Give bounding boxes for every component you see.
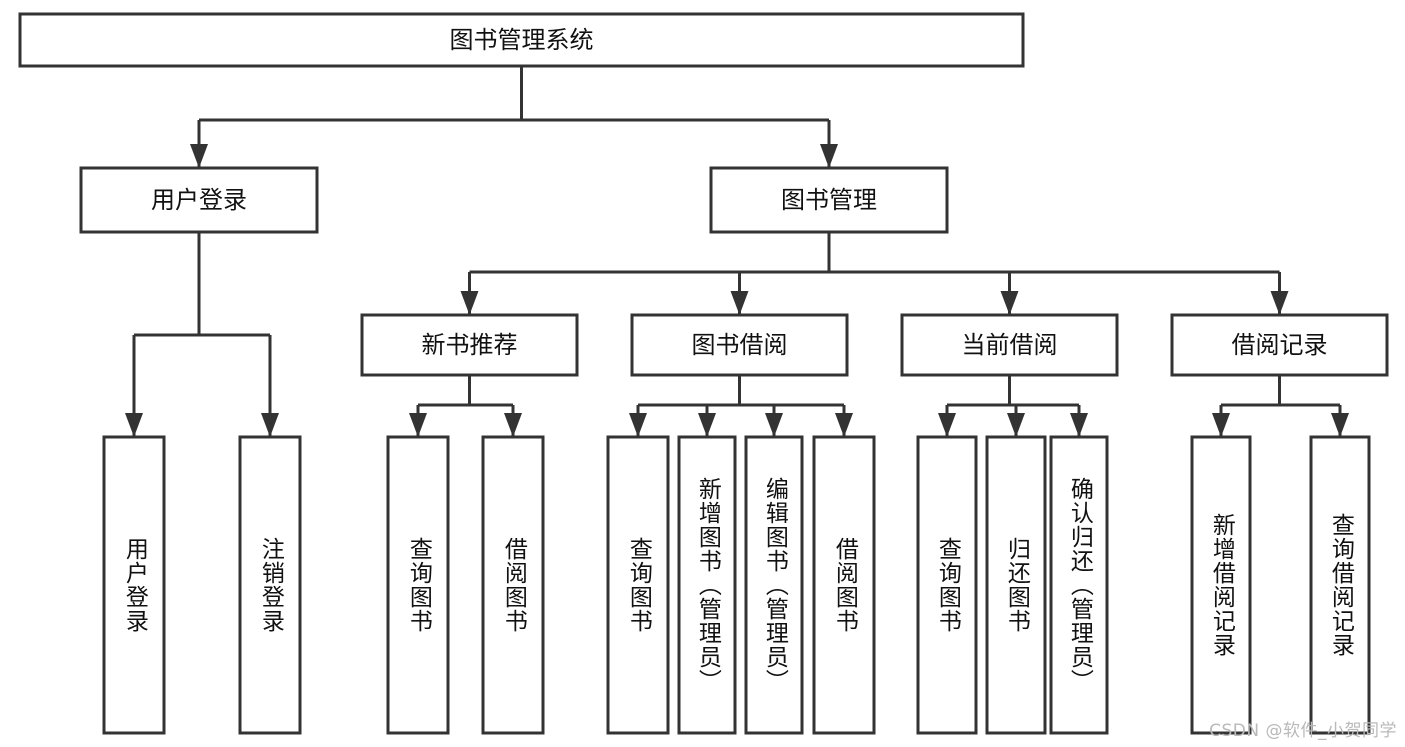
arrow-head-icon: [1270, 291, 1289, 315]
node-book-borrow-label: 图书借阅: [692, 331, 788, 359]
node-current-borrow-label: 当前借阅: [962, 331, 1058, 359]
node-book-manage-label: 图书管理: [781, 186, 877, 214]
node-new-book-recommend-label: 新书推荐: [422, 331, 518, 359]
leaf-record-query-box[interactable]: [1309, 435, 1371, 735]
leaf-recommend-query-book-box[interactable]: [386, 435, 450, 735]
leaf-current-confirm-return-box[interactable]: [1049, 435, 1109, 735]
arrow-head-icon: [1212, 413, 1230, 437]
arrow-head-icon: [1000, 291, 1019, 315]
leaf-current-return-book-box[interactable]: [985, 435, 1047, 735]
node-user-login-box[interactable]: [79, 166, 319, 234]
leaf-user-login-do-box[interactable]: [102, 435, 166, 735]
root-node-label: 图书管理系统: [450, 26, 594, 54]
arrow-head-icon: [938, 413, 956, 437]
watermark: CSDN @软件_小贺同学: [1209, 721, 1397, 741]
leaf-borrow-query-book-box[interactable]: [606, 435, 670, 735]
node-book-borrow-box[interactable]: [630, 313, 849, 377]
leaf-user-logout-box[interactable]: [238, 435, 302, 735]
node-borrow-record-label: 借阅记录: [1232, 331, 1328, 359]
leaf-record-add-box[interactable]: [1190, 435, 1252, 735]
leaf-borrow-add-book-box[interactable]: [677, 435, 737, 735]
arrow-head-icon: [820, 144, 838, 168]
leaf-borrow-edit-book-box[interactable]: [744, 435, 804, 735]
arrow-head-icon: [765, 413, 783, 437]
leaf-current-query-book-box[interactable]: [916, 435, 978, 735]
arrow-head-icon: [504, 413, 522, 437]
arrow-head-icon: [409, 413, 427, 437]
arrow-head-icon: [460, 291, 479, 315]
arrow-head-icon: [835, 413, 853, 437]
arrow-head-icon: [1070, 413, 1088, 437]
arrow-head-icon: [1007, 413, 1025, 437]
arrow-head-icon: [190, 144, 208, 168]
node-user-login-label: 用户登录: [151, 186, 247, 214]
leaf-borrow-borrow-book-box[interactable]: [812, 435, 876, 735]
node-current-borrow-box[interactable]: [900, 313, 1119, 377]
arrow-head-icon: [698, 413, 716, 437]
leaf-recommend-borrow-book-box[interactable]: [481, 435, 545, 735]
node-book-manage-box[interactable]: [709, 166, 949, 234]
node-borrow-record-box[interactable]: [1170, 313, 1389, 377]
arrow-head-icon: [1331, 413, 1349, 437]
root-node-box[interactable]: [18, 12, 1025, 68]
arrow-head-icon: [125, 413, 143, 437]
arrow-head-icon: [730, 291, 749, 315]
arrow-head-icon: [629, 413, 647, 437]
node-new-book-recommend-box[interactable]: [360, 313, 579, 377]
connector-layer: [125, 66, 1349, 437]
arrow-head-icon: [261, 413, 279, 437]
